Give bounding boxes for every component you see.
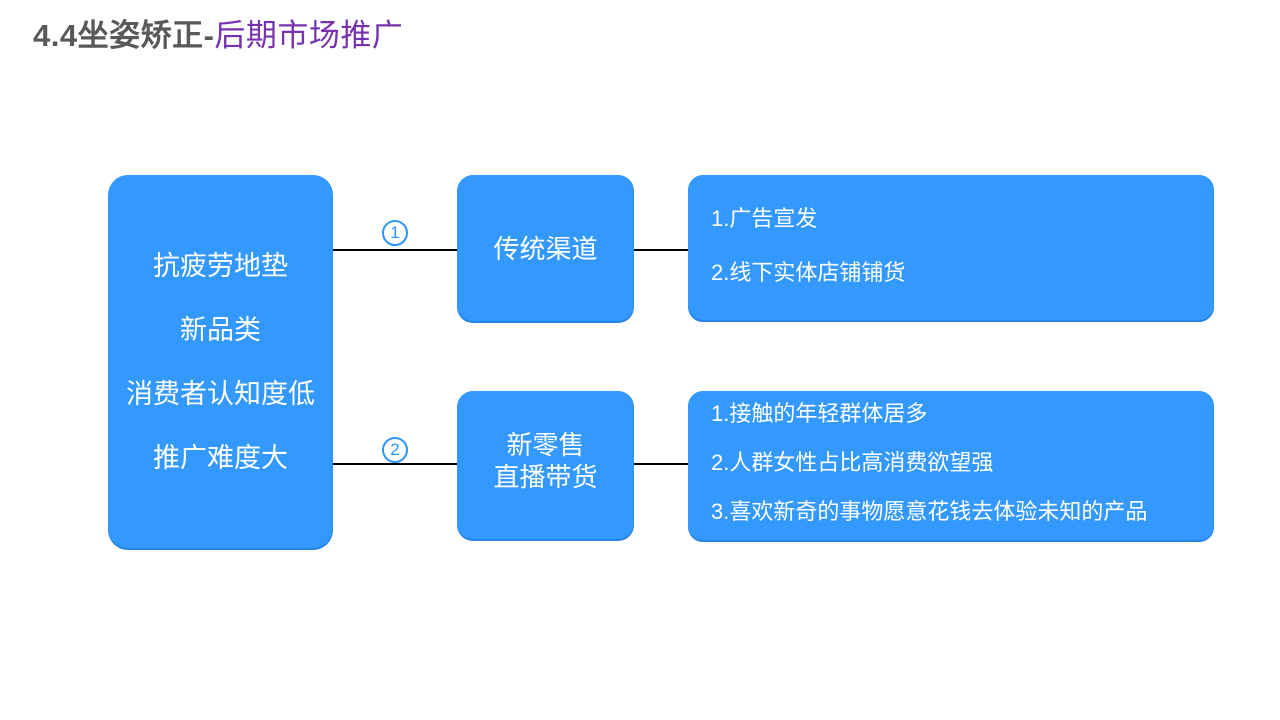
title-main: 4.4坐姿矫正- xyxy=(33,18,215,53)
connector-line-node2-to-detail2 xyxy=(634,463,688,465)
root-line-2: 新品类 xyxy=(180,315,261,345)
detail2-line-2: 2.人群女性占比高消费欲望强 xyxy=(711,450,994,475)
detail-box-traditional-channel: 1.广告宣发 2.线下实体店铺铺货 xyxy=(688,175,1214,322)
node1-label: 传统渠道 xyxy=(493,234,598,264)
circled-1-number: 1 xyxy=(390,223,400,242)
connector-line-root-to-node1 xyxy=(333,249,457,251)
detail1-line-1: 1.广告宣发 xyxy=(711,206,818,231)
detail2-line-1: 1.接触的年轻群体居多 xyxy=(711,401,928,426)
circled-2-number: 2 xyxy=(390,440,400,459)
node2-label-line-1: 新零售 xyxy=(506,430,585,460)
detail1-line-2: 2.线下实体店铺铺货 xyxy=(711,260,906,285)
root-line-4: 推广难度大 xyxy=(153,443,288,473)
page-title: 4.4坐姿矫正-后期市场推广 xyxy=(33,16,403,56)
root-box: 抗疲劳地垫 新品类 消费者认知度低 推广难度大 xyxy=(108,175,333,550)
connector-line-root-to-node2 xyxy=(333,463,457,465)
circled-2-badge: 2 xyxy=(382,437,408,463)
title-accent: 后期市场推广 xyxy=(214,18,404,53)
connector-line-node1-to-detail1 xyxy=(634,249,688,251)
node2-label-line-2: 直播带货 xyxy=(493,462,598,492)
node-box-new-retail: 新零售 直播带货 xyxy=(457,391,634,541)
detail-box-new-retail: 1.接触的年轻群体居多 2.人群女性占比高消费欲望强 3.喜欢新奇的事物愿意花钱… xyxy=(688,391,1214,542)
detail2-line-3: 3.喜欢新奇的事物愿意花钱去体验未知的产品 xyxy=(711,499,1148,524)
root-line-3: 消费者认知度低 xyxy=(126,379,315,409)
root-line-1: 抗疲劳地垫 xyxy=(153,251,288,281)
node-box-traditional-channel: 传统渠道 xyxy=(457,175,634,323)
circled-1-badge: 1 xyxy=(382,220,408,246)
